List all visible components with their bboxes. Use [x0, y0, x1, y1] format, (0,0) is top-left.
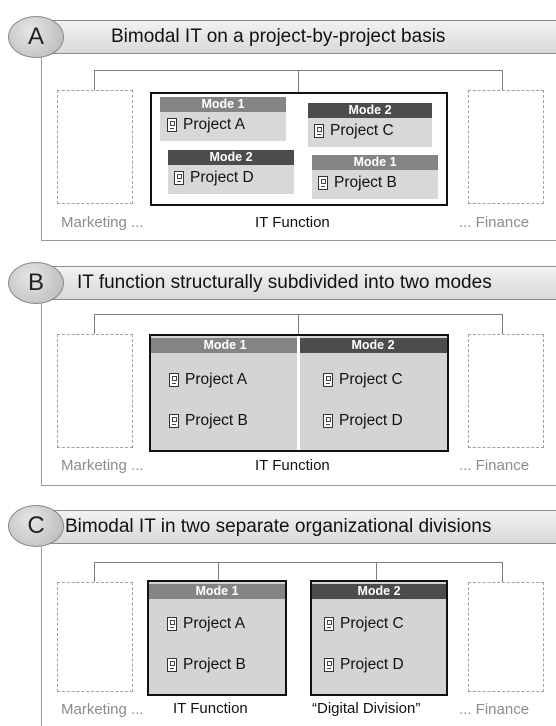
marketing-label: Marketing ... [61, 457, 144, 474]
document-icon [167, 617, 177, 631]
marketing-label: Marketing ... [61, 701, 144, 718]
project-label: Project B [334, 174, 397, 191]
connector [502, 314, 503, 334]
it-function-label: IT Function [255, 457, 330, 474]
project-item: Project A [167, 116, 245, 134]
mode-label: Mode 1 [160, 97, 286, 112]
project-label: Project B [183, 656, 246, 673]
project-label: Project D [340, 656, 404, 673]
panel-a-letter: A [8, 16, 64, 58]
marketing-label: Marketing ... [61, 214, 144, 231]
project-label: Project A [185, 371, 248, 388]
document-icon [324, 617, 334, 631]
mode-divider [297, 336, 300, 450]
connector [94, 314, 95, 334]
project-item: Project D [324, 656, 404, 674]
panel-a: Bimodal IT on a project-by-project basis… [0, 0, 556, 245]
project-card: Mode 1 Project B [312, 155, 438, 199]
mode-label: Mode 2 [299, 338, 447, 353]
project-label: Project D [339, 412, 403, 429]
panel-b-title: IT function structurally subdivided into… [77, 272, 492, 293]
panel-b-letter: B [8, 262, 64, 304]
finance-box [468, 334, 544, 448]
it-function-box: Mode 1 Mode 2 Project A Project B Projec… [149, 334, 449, 452]
project-item: Project B [167, 656, 246, 674]
digital-division: Mode 2 Project C Project D [310, 580, 448, 696]
finance-label: ... Finance [459, 214, 530, 231]
document-icon [174, 171, 184, 185]
it-function-label: IT Function [255, 214, 330, 231]
project-item: Project D [174, 169, 254, 187]
project-label: Project C [330, 122, 394, 139]
digital-division-label: “Digital Division” [312, 700, 421, 717]
project-label: Project A [183, 615, 246, 632]
panel-c-title: Bimodal IT in two separate organizationa… [65, 516, 492, 537]
connector [298, 70, 299, 92]
marketing-box [57, 334, 133, 448]
project-item: Project C [323, 371, 403, 389]
mode-label: Mode 2 [168, 150, 294, 165]
project-label: Project C [339, 371, 403, 388]
marketing-box [57, 582, 133, 692]
finance-label: ... Finance [459, 701, 530, 718]
project-item: Project C [324, 615, 404, 633]
mode-label: Mode 2 [308, 103, 432, 118]
project-item: Project B [318, 174, 397, 192]
project-card: Mode 2 Project C [308, 103, 432, 147]
connector [502, 562, 503, 582]
document-icon [318, 176, 328, 190]
connector [94, 70, 95, 90]
document-icon [324, 658, 334, 672]
marketing-box [57, 90, 133, 204]
document-icon [323, 414, 333, 428]
project-label: Project D [190, 169, 254, 186]
finance-box [468, 582, 544, 692]
connector [218, 562, 219, 580]
document-icon [169, 414, 179, 428]
document-icon [323, 373, 333, 387]
project-item: Project C [314, 122, 394, 140]
panel-c: Bimodal IT in two separate organizationa… [0, 490, 556, 726]
document-icon [314, 124, 324, 138]
project-item: Project B [169, 412, 248, 430]
panel-c-header: Bimodal IT in two separate organizationa… [24, 510, 556, 544]
project-label: Project A [183, 116, 246, 133]
connector [376, 562, 377, 580]
project-card: Mode 2 Project D [168, 150, 294, 194]
document-icon [167, 118, 177, 132]
panel-c-letter: C [8, 505, 64, 547]
mode-label: Mode 1 [312, 155, 438, 170]
mode-label: Mode 2 [312, 584, 446, 599]
connector [502, 70, 503, 90]
panel-b-header: IT function structurally subdivided into… [24, 266, 556, 300]
panel-a-header: Bimodal IT on a project-by-project basis [24, 20, 556, 54]
project-label: Project B [185, 412, 248, 429]
document-icon [169, 373, 179, 387]
connector [298, 314, 299, 336]
finance-box [468, 90, 544, 204]
mode-label: Mode 1 [151, 338, 299, 353]
connector [94, 562, 502, 563]
panel-b: IT function structurally subdivided into… [0, 245, 556, 490]
it-function-label: IT Function [173, 700, 248, 717]
panel-a-title: Bimodal IT on a project-by-project basis [111, 26, 446, 47]
project-item: Project A [167, 615, 245, 633]
project-card: Mode 1 Project A [160, 97, 286, 141]
mode-label: Mode 1 [149, 584, 285, 599]
project-label: Project C [340, 615, 404, 632]
connector [94, 562, 95, 582]
it-function-division: Mode 1 Project A Project B [147, 580, 287, 696]
document-icon [167, 658, 177, 672]
finance-label: ... Finance [459, 457, 530, 474]
project-item: Project A [169, 371, 247, 389]
project-item: Project D [323, 412, 403, 430]
